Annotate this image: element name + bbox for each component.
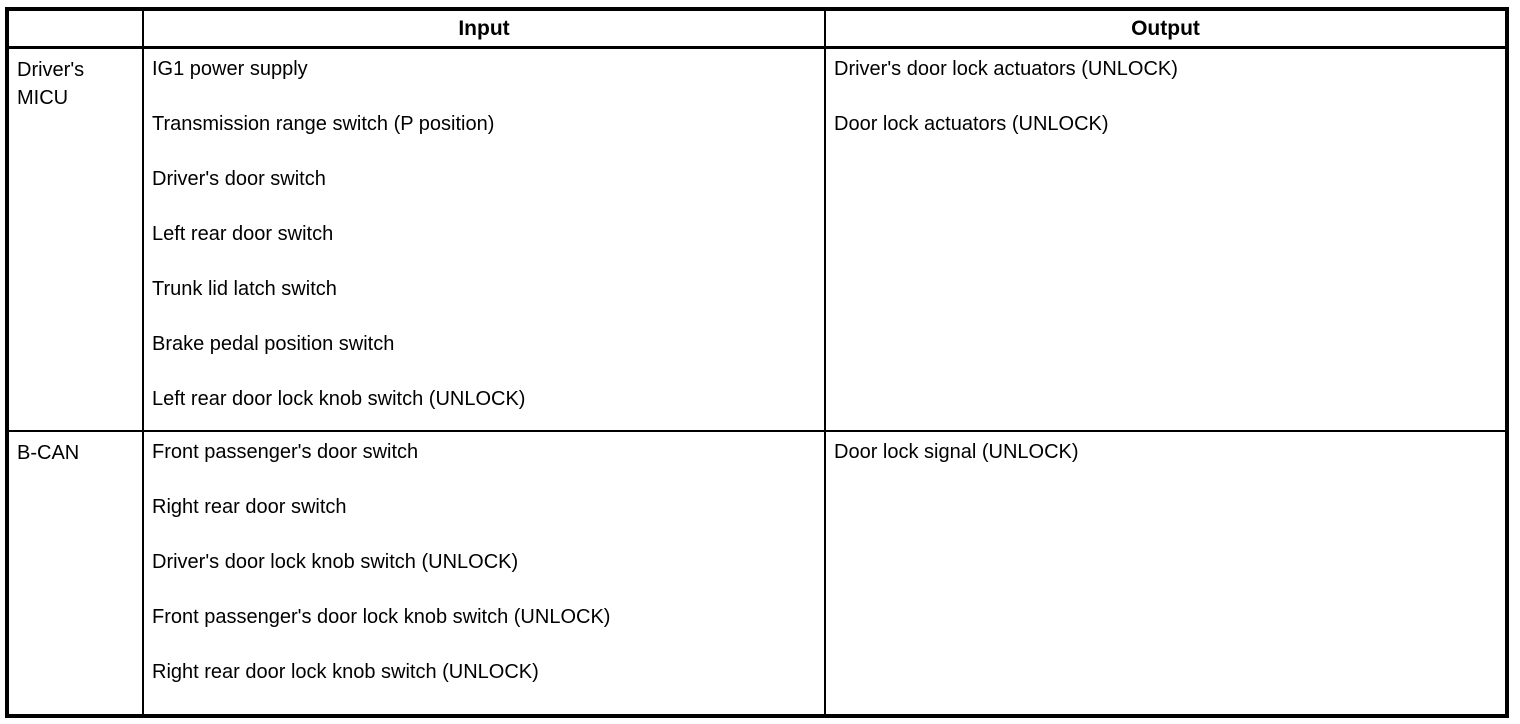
input-item: Front passenger's door lock knob switch … (152, 606, 611, 628)
input-output-table: Input Output Driver's MICU IG1 power sup… (5, 7, 1509, 718)
input-item: Left rear door switch (152, 223, 334, 245)
input-item: Brake pedal position switch (152, 333, 395, 355)
input-list: IG1 power supply Transmission range swit… (144, 49, 826, 430)
output-list: Door lock signal (UNLOCK) (826, 432, 1505, 714)
input-list: Front passenger's door switch Right rear… (144, 432, 826, 714)
input-item: Front passenger's door switch (152, 441, 419, 463)
source-label: Driver's MICU (9, 49, 144, 430)
input-item: Right rear door lock knob switch (UNLOCK… (152, 661, 539, 683)
header-input-cell: Input (144, 11, 826, 46)
input-item: Driver's door switch (152, 168, 326, 190)
input-item: Right rear door switch (152, 496, 347, 518)
input-item: IG1 power supply (152, 58, 308, 80)
output-item: Door lock signal (UNLOCK) (834, 441, 1079, 463)
source-label: B-CAN (9, 432, 144, 714)
header-source-cell (9, 11, 144, 46)
output-item: Driver's door lock actuators (UNLOCK) (834, 58, 1178, 80)
header-output-cell: Output (1131, 17, 1200, 40)
table-header-row: Input Output (9, 11, 1505, 49)
input-item: Driver's door lock knob switch (UNLOCK) (152, 551, 519, 573)
input-item: Left rear door lock knob switch (UNLOCK) (152, 388, 526, 410)
output-list: Driver's door lock actuators (UNLOCK) Do… (826, 49, 1505, 430)
input-item: Transmission range switch (P position) (152, 113, 495, 135)
output-item: Door lock actuators (UNLOCK) (834, 113, 1109, 135)
table-row-b-can: B-CAN Front passenger's door switch Righ… (9, 432, 1505, 714)
table-row-drivers-micu: Driver's MICU IG1 power supply Transmiss… (9, 49, 1505, 432)
input-item: Trunk lid latch switch (152, 278, 337, 300)
